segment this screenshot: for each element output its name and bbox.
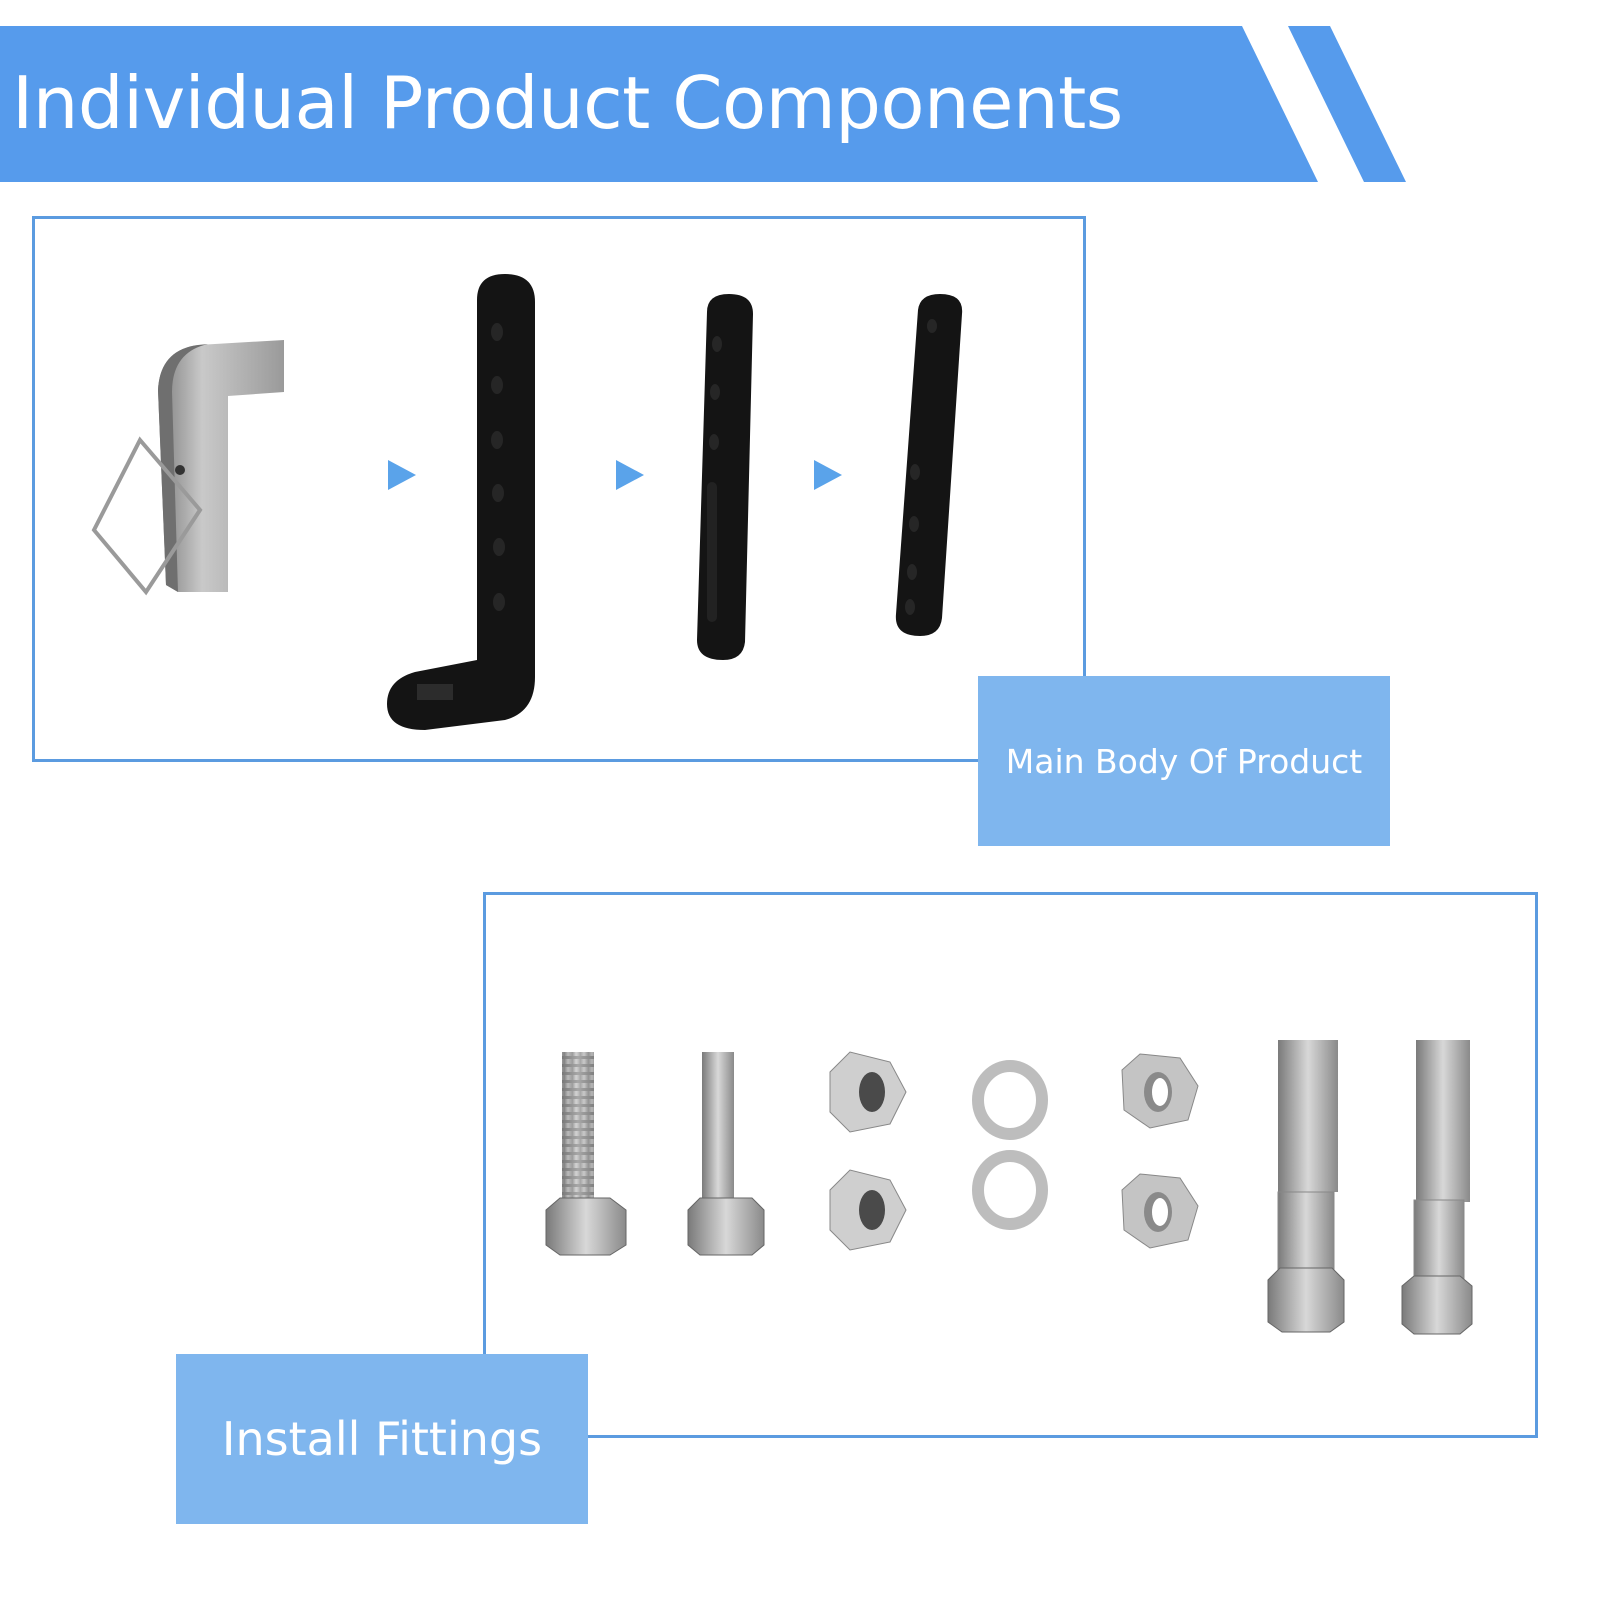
page-title: Individual Product Components (12, 61, 1123, 145)
lock-nut-icon (1121, 1053, 1199, 1129)
install-fittings-label: Install Fittings (176, 1354, 588, 1524)
hex-bolt-icon (687, 1052, 765, 1256)
washer-icon (972, 1060, 1048, 1140)
fittings-parts (545, 1040, 1473, 1335)
hex-nut-icon (829, 1051, 907, 1133)
hex-nut-icon (829, 1169, 907, 1251)
arrow-right-icon (814, 460, 842, 490)
l-pin-with-clip-icon (91, 340, 284, 596)
black-l-bracket-icon (387, 274, 535, 730)
black-slotted-bar-icon (697, 294, 753, 660)
hex-bolt-icon (545, 1052, 627, 1256)
arrow-right-icon (616, 460, 644, 490)
shoulder-pin-bolt-icon (1401, 1040, 1473, 1335)
shoulder-pin-bolt-icon (1267, 1040, 1345, 1333)
install-fittings-frame (483, 892, 1538, 1438)
header-banner: Individual Product Components (0, 26, 1460, 182)
arrow-right-icon (388, 460, 416, 490)
black-straight-bar-icon (895, 294, 963, 636)
main-body-label: Main Body Of Product (978, 676, 1390, 846)
lock-nut-icon (1121, 1173, 1199, 1249)
banner-shape (0, 26, 1406, 182)
washer-icon (972, 1150, 1048, 1230)
